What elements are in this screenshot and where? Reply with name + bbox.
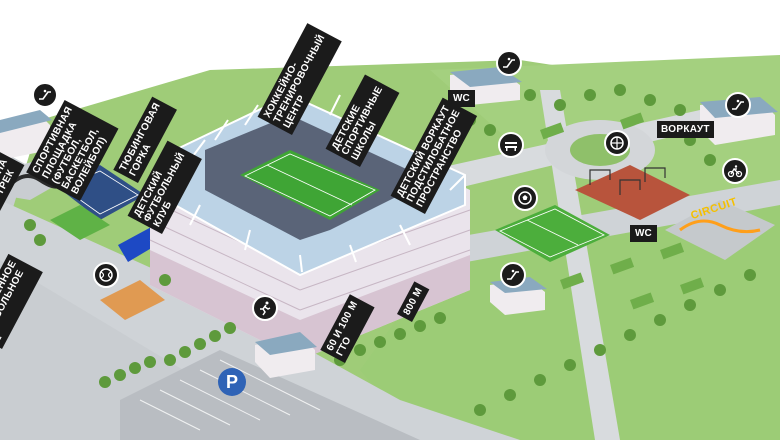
label-workout: ВОРКАУТ xyxy=(657,121,714,138)
soccer-ball-icon xyxy=(512,185,538,211)
hedges xyxy=(540,112,705,310)
parking-lot xyxy=(120,350,420,440)
label-wc-right: WC xyxy=(630,225,657,242)
tennis-ball-icon xyxy=(93,262,119,288)
tennis-courts xyxy=(100,280,165,320)
runner-icon xyxy=(252,295,278,321)
label-wc-top: WC xyxy=(448,90,475,107)
cyclist-icon xyxy=(722,158,748,184)
escalator-icon xyxy=(500,262,526,288)
escalator-icon xyxy=(32,82,58,108)
parking-sign: P xyxy=(218,368,246,396)
basketball-icon xyxy=(604,130,630,156)
escalator-icon xyxy=(725,92,751,118)
mini-football-field xyxy=(495,205,610,262)
trees xyxy=(24,84,756,416)
circuit-area xyxy=(665,200,775,260)
bench-icon xyxy=(498,132,524,158)
workout-area xyxy=(575,165,690,220)
escalator-icon xyxy=(496,50,522,76)
small-field-left xyxy=(50,205,110,240)
